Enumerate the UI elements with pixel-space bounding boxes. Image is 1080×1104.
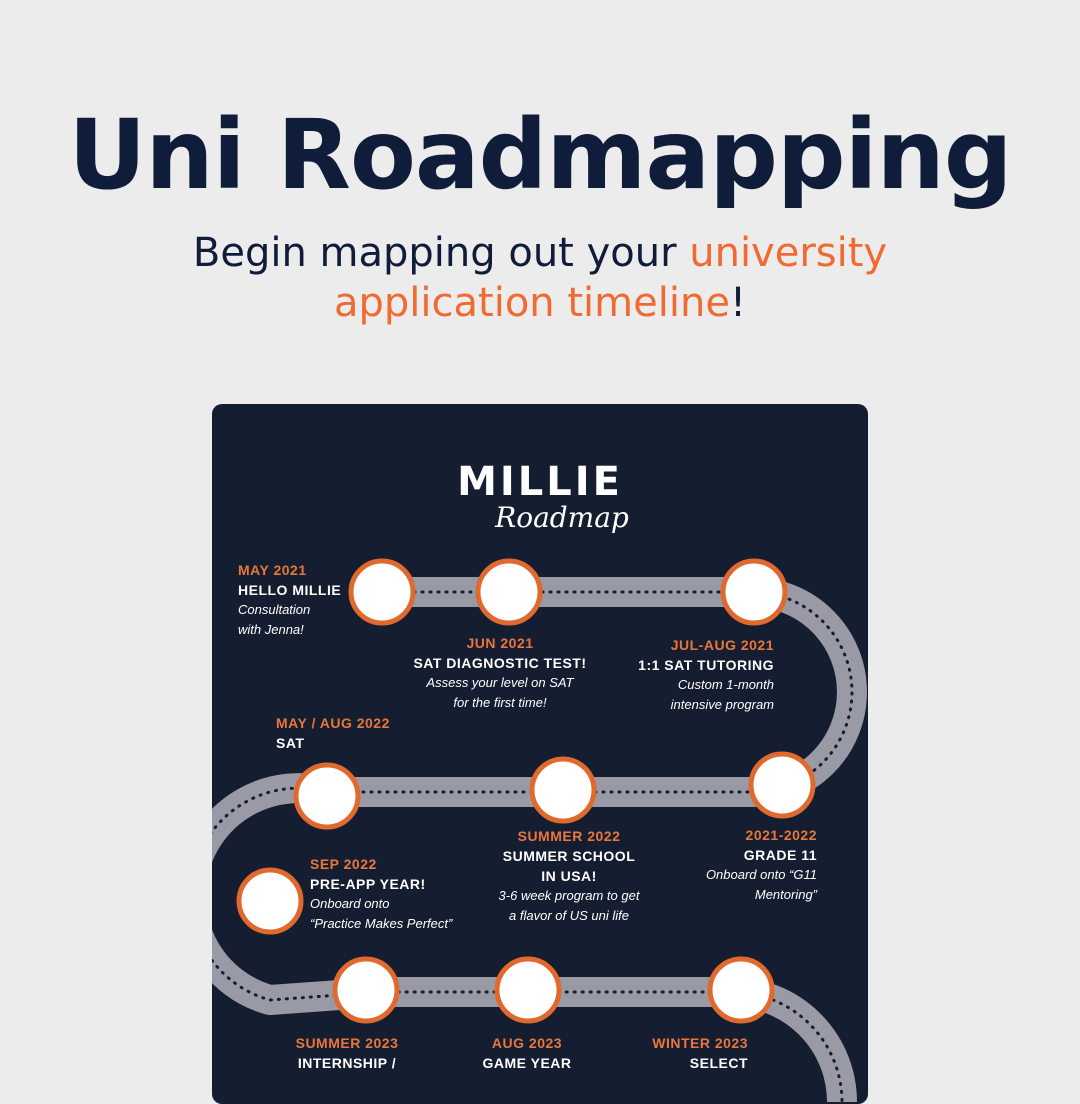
roadmap-card: MILLIE Roadmap MAY 2021 HELLO MILLIE Con… xyxy=(212,404,868,1104)
milestone-date: MAY 2021 xyxy=(238,562,307,578)
milestone-date: JUN 2021 xyxy=(466,635,534,651)
milestone-heading: PRE-APP YEAR! xyxy=(310,876,426,892)
milestone-heading: SELECT xyxy=(689,1055,748,1071)
milestone-text: a flavor of US uni life xyxy=(509,908,629,923)
milestone-node xyxy=(720,558,788,626)
subtitle-highlight: university application timeline xyxy=(334,230,888,326)
milestone-heading: GAME YEAR xyxy=(482,1055,572,1071)
milestone-text: for the first time! xyxy=(453,695,547,710)
subtitle-text: Begin mapping out your xyxy=(192,230,690,276)
milestone-summer-2022: SUMMER 2022 SUMMER SCHOOL IN USA! 3-6 we… xyxy=(469,826,669,926)
milestone-node xyxy=(529,756,597,824)
milestone-winter-2023: WINTER 2023 SELECT xyxy=(548,1033,748,1073)
milestone-heading: HELLO MILLIE xyxy=(238,582,342,598)
milestone-node xyxy=(293,762,361,830)
roadmap-road xyxy=(212,558,867,1104)
milestone-text: “Practice Makes Perfect” xyxy=(310,916,453,931)
milestone-text: Mentoring” xyxy=(754,887,817,902)
milestone-heading: INTERNSHIP / xyxy=(297,1055,397,1071)
milestone-heading: GRADE 11 xyxy=(743,847,817,863)
milestone-date: SEP 2022 xyxy=(310,856,377,872)
milestone-date: WINTER 2023 xyxy=(652,1035,748,1051)
milestone-date: SUMMER 2023 xyxy=(295,1035,399,1051)
milestone-heading: SUMMER SCHOOL IN USA! xyxy=(502,848,636,884)
milestone-2021-2022: 2021-2022 GRADE 11 Onboard onto “G11 Men… xyxy=(617,825,817,905)
milestone-heading: SAT DIAGNOSTIC TEST! xyxy=(413,655,587,671)
milestone-sep-2022: SEP 2022 PRE-APP YEAR! Onboard onto “Pra… xyxy=(310,854,510,934)
milestone-heading: SAT xyxy=(276,735,305,751)
milestone-text: Onboard onto “G11 xyxy=(705,867,817,882)
milestone-aug-2023: AUG 2023 GAME YEAR xyxy=(427,1033,627,1073)
milestone-node xyxy=(748,751,816,819)
milestone-date: AUG 2023 xyxy=(491,1035,563,1051)
milestone-date: 2021-2022 xyxy=(745,827,817,843)
milestone-node xyxy=(348,558,416,626)
milestone-may-aug-2022: MAY / AUG 2022 SAT xyxy=(276,713,476,753)
milestone-heading: 1:1 SAT TUTORING xyxy=(638,657,774,673)
milestone-jun-2021: JUN 2021 SAT DIAGNOSTIC TEST! Assess you… xyxy=(400,633,600,713)
milestone-date: SUMMER 2022 xyxy=(517,828,621,844)
milestone-text: with Jenna! xyxy=(238,622,304,637)
milestone-node xyxy=(332,956,400,1024)
page-subtitle: Begin mapping out your university applic… xyxy=(120,228,960,328)
subtitle-end: ! xyxy=(729,280,746,326)
milestone-date: JUL-AUG 2021 xyxy=(670,637,774,653)
milestone-may-2021: MAY 2021 HELLO MILLIE Consultation with … xyxy=(238,560,438,640)
milestone-node xyxy=(236,867,304,935)
milestone-date: MAY / AUG 2022 xyxy=(276,715,390,731)
page-title: Uni Roadmapping xyxy=(68,99,1012,211)
milestone-summer-2023: SUMMER 2023 INTERNSHIP / xyxy=(247,1033,447,1073)
milestone-text: Consultation xyxy=(238,602,311,617)
milestone-text: 3-6 week program to get xyxy=(498,888,640,903)
brand-logo: MILLIE xyxy=(457,459,623,505)
milestone-text: intensive program xyxy=(670,697,774,712)
milestone-text: Custom 1-month xyxy=(677,677,774,692)
milestone-jul-aug-2021: JUL-AUG 2021 1:1 SAT TUTORING Custom 1-m… xyxy=(574,635,774,715)
milestone-text: Onboard onto xyxy=(310,896,390,911)
milestone-node xyxy=(707,956,775,1024)
brand-script: Roadmap xyxy=(495,501,629,534)
milestone-node xyxy=(475,558,543,626)
milestone-text: Assess your level on SAT xyxy=(426,675,574,690)
milestone-node xyxy=(494,956,562,1024)
